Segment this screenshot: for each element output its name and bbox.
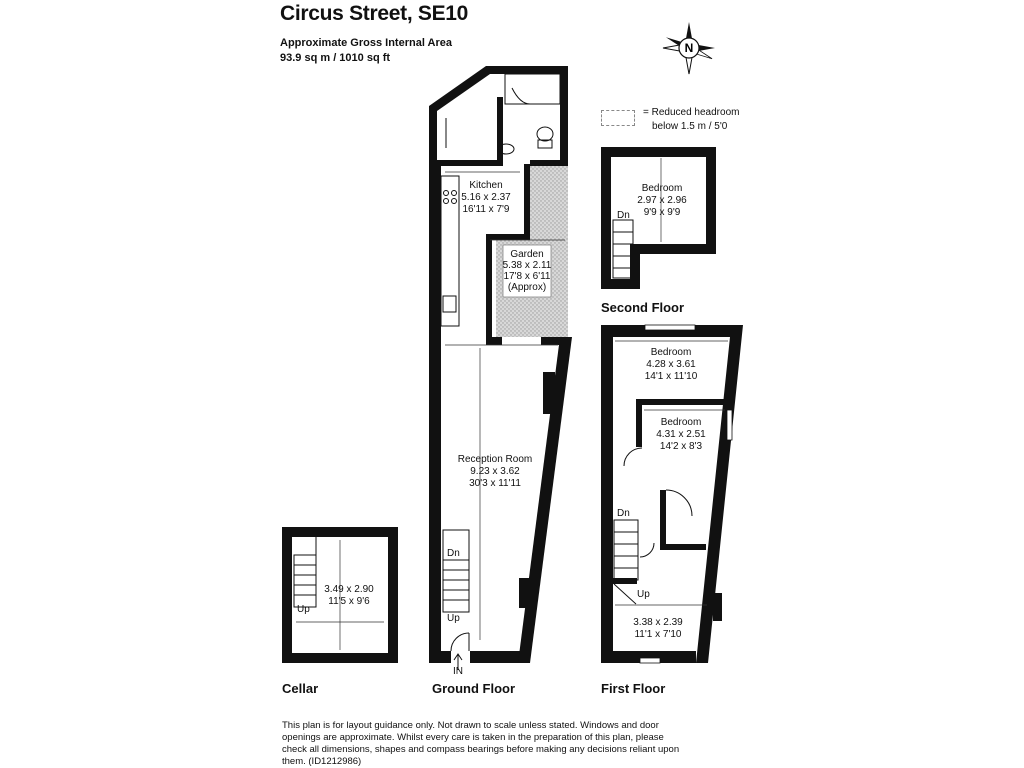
floor-label-ground: Ground Floor <box>432 681 516 696</box>
reception-imperial: 30'3 x 11'11 <box>469 478 521 489</box>
area-value: 93.9 sq m / 1010 sq ft <box>280 52 391 64</box>
first-bedroom-b-name: Bedroom <box>661 417 702 428</box>
cellar-metric: 3.49 x 2.90 <box>324 584 374 595</box>
second-bedroom-metric: 2.97 x 2.96 <box>637 195 687 206</box>
ground-stairs-up: Up <box>447 613 460 624</box>
cellar-plan: 3.49 x 2.90 11'5 x 9'6 Up <box>282 527 398 663</box>
reception-name: Reception Room <box>458 454 532 465</box>
ground-floor-plan: Kitchen 5.16 x 2.37 16'11 x 7'9 Garden 5… <box>429 66 572 677</box>
second-stairs-dn: Dn <box>617 210 630 221</box>
first-floor-plan: Bedroom 4.28 x 3.61 14'1 x 11'10 Bedroom… <box>601 324 743 664</box>
legend-text: = Reduced headroom below 1.5 m / 5'0 <box>643 106 783 134</box>
first-bedroom-b-imperial: 14'2 x 8'3 <box>660 441 703 452</box>
plan-title: Circus Street, SE10 <box>280 2 469 25</box>
reception-metric: 9.23 x 3.62 <box>470 466 520 477</box>
first-stairs-up: Up <box>637 589 650 600</box>
legend-line-2: below 1.5 m / 5'0 <box>652 121 728 132</box>
entrance-in-label: IN <box>453 666 463 677</box>
first-bedroom-a-name: Bedroom <box>651 347 692 358</box>
garden-name: Garden <box>510 249 543 260</box>
compass-n-label: N <box>685 41 694 55</box>
kitchen-metric: 5.16 x 2.37 <box>461 192 511 203</box>
ground-stairs-dn: Dn <box>447 548 460 559</box>
cellar-stairs-up: Up <box>297 604 310 615</box>
first-stairs-dn: Dn <box>617 508 630 519</box>
kitchen-name: Kitchen <box>469 180 502 191</box>
first-front-metric: 3.38 x 2.39 <box>633 617 683 628</box>
first-bedroom-b-metric: 4.31 x 2.51 <box>656 429 706 440</box>
first-bedroom-a-metric: 4.28 x 3.61 <box>646 359 696 370</box>
cellar-imperial: 11'5 x 9'6 <box>328 596 370 607</box>
first-bedroom-a-imperial: 14'1 x 11'10 <box>645 371 698 382</box>
compass-north-icon: N <box>662 22 715 75</box>
reduced-headroom-swatch <box>601 110 635 126</box>
second-floor-plan: Bedroom 2.97 x 2.96 9'9 x 9'9 Dn <box>601 147 716 289</box>
floor-label-first: First Floor <box>601 681 666 696</box>
kitchen-imperial: 16'11 x 7'9 <box>462 204 509 215</box>
floor-label-cellar: Cellar <box>282 681 319 696</box>
second-bedroom-name: Bedroom <box>642 183 683 194</box>
garden-metric: 5.38 x 2.11 <box>503 260 552 271</box>
garden-note: (Approx) <box>508 282 546 293</box>
garden-imperial: 17'8 x 6'11 <box>503 271 550 282</box>
legend-line-1: = Reduced headroom <box>643 107 740 118</box>
area-label: Approximate Gross Internal Area <box>280 37 452 49</box>
disclaimer: This plan is for layout guidance only. N… <box>282 720 680 767</box>
floor-label-second: Second Floor <box>601 300 685 315</box>
first-front-imperial: 11'1 x 7'10 <box>634 629 681 640</box>
second-bedroom-imperial: 9'9 x 9'9 <box>644 207 681 218</box>
